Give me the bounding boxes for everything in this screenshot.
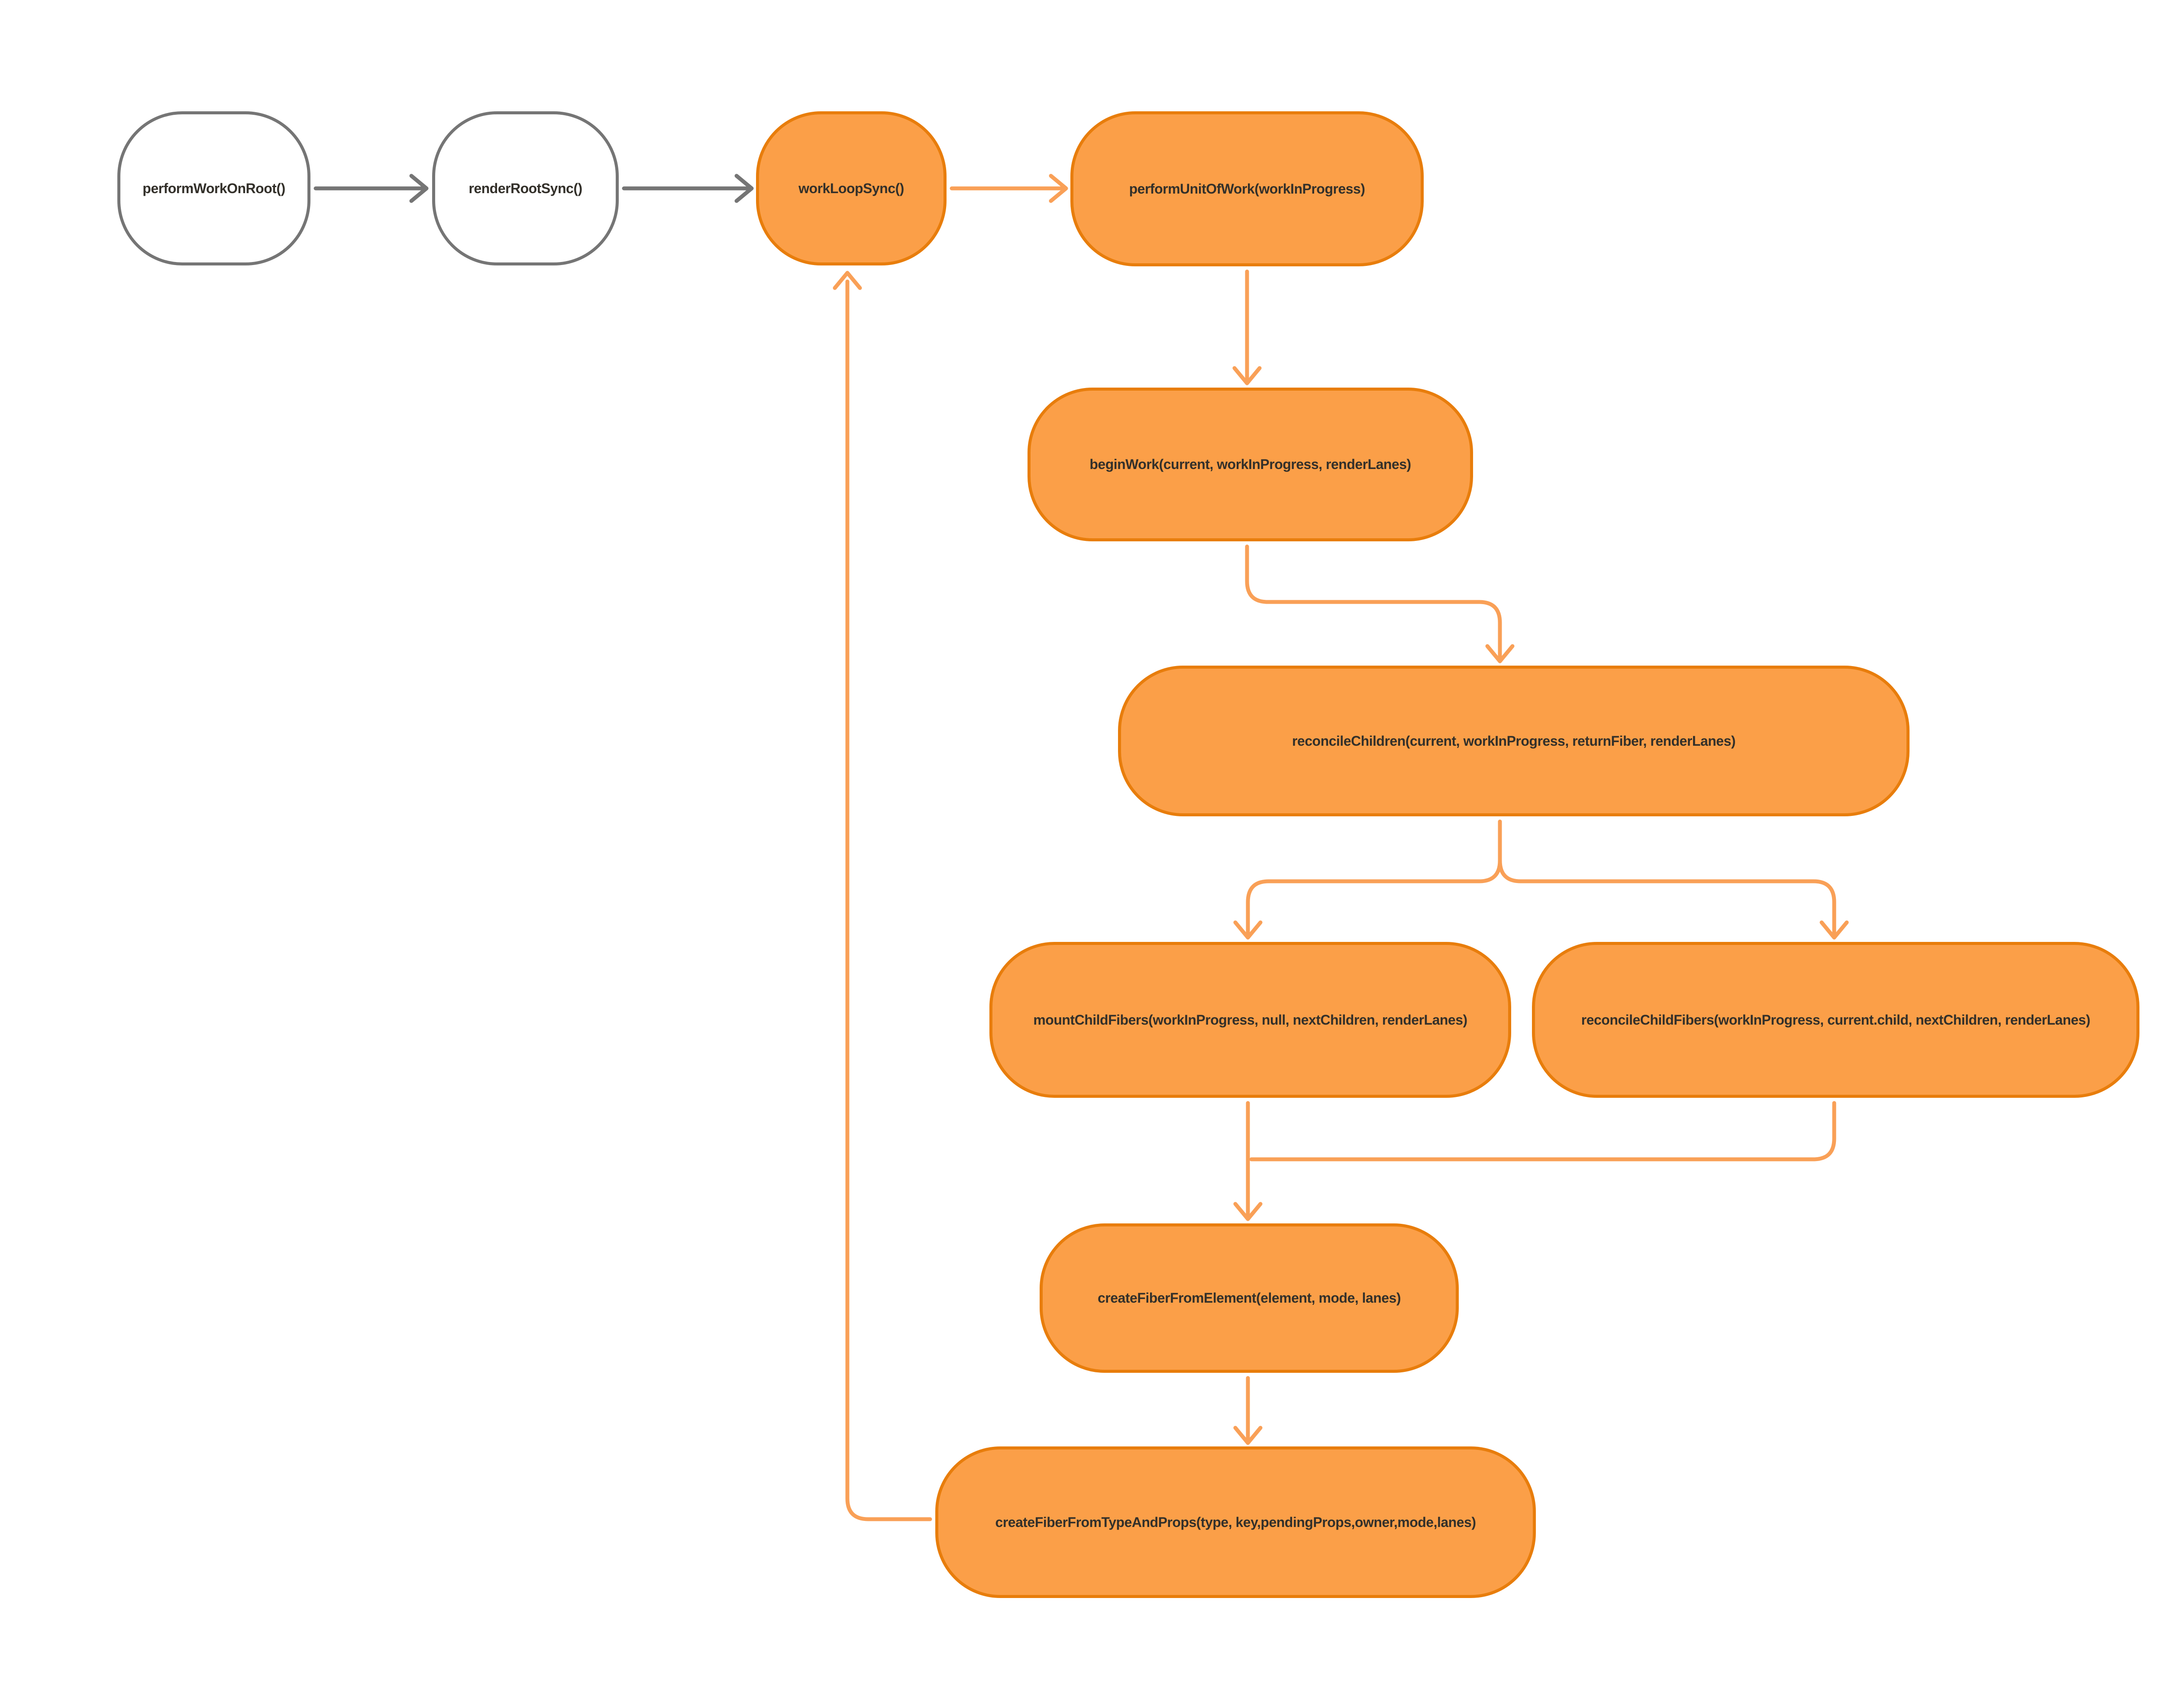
node-label: reconcileChildFibers(workInProgress, cur… bbox=[1581, 1012, 2091, 1028]
node-label: createFiberFromElement(element, mode, la… bbox=[1098, 1290, 1401, 1306]
node-reconcileChildFibers: reconcileChildFibers(workInProgress, cur… bbox=[1532, 942, 2139, 1098]
node-label: mountChildFibers(workInProgress, null, n… bbox=[1033, 1012, 1467, 1028]
node-createFiberFromElement: createFiberFromElement(element, mode, la… bbox=[1040, 1223, 1459, 1373]
node-label: reconcileChildren(current, workInProgres… bbox=[1292, 733, 1736, 749]
node-mountChildFibers: mountChildFibers(workInProgress, null, n… bbox=[989, 942, 1511, 1098]
node-performUnitOfWork: performUnitOfWork(workInProgress) bbox=[1070, 111, 1424, 266]
node-label: performWorkOnRoot() bbox=[142, 180, 285, 196]
node-renderRootSync: renderRootSync() bbox=[432, 111, 619, 265]
node-label: performUnitOfWork(workInProgress) bbox=[1129, 181, 1365, 197]
edge-createFiberFromTypeAndProps-workLoopSync bbox=[833, 271, 932, 1521]
edge-renderRootSync-workLoopSync bbox=[622, 174, 754, 203]
node-performWorkOnRoot: performWorkOnRoot() bbox=[117, 111, 310, 265]
edge-workLoopSync-performUnitOfWork bbox=[950, 174, 1068, 203]
node-label: createFiberFromTypeAndProps(type, key,pe… bbox=[995, 1514, 1476, 1530]
node-beginWork: beginWork(current, workInProgress, rende… bbox=[1028, 388, 1473, 541]
node-createFiberFromTypeAndProps: createFiberFromTypeAndProps(type, key,pe… bbox=[935, 1446, 1536, 1598]
edge-performWorkOnRoot-renderRootSync bbox=[313, 174, 429, 203]
node-label: renderRootSync() bbox=[469, 180, 582, 196]
edge-performUnitOfWork-beginWork bbox=[1232, 269, 1262, 385]
node-label: workLoopSync() bbox=[798, 180, 904, 196]
edge-mountChildFibers-createFiberFromElement bbox=[1233, 1101, 1263, 1221]
edge-beginWork-reconcileChildren bbox=[1245, 544, 1515, 663]
node-reconcileChildren: reconcileChildren(current, workInProgres… bbox=[1118, 666, 1910, 816]
edge-reconcileChildren-reconcileChildFibers bbox=[1498, 858, 1849, 940]
edge-createFiberFromElement-createFiberFromTypeAndProps bbox=[1233, 1376, 1263, 1445]
edge-reconcileChildFibers-createFiberFromElement bbox=[1249, 1101, 1836, 1161]
node-label: beginWork(current, workInProgress, rende… bbox=[1089, 456, 1411, 472]
edge-reconcileChildren-mountChildFibers bbox=[1233, 819, 1502, 940]
node-workLoopSync: workLoopSync() bbox=[756, 111, 947, 265]
